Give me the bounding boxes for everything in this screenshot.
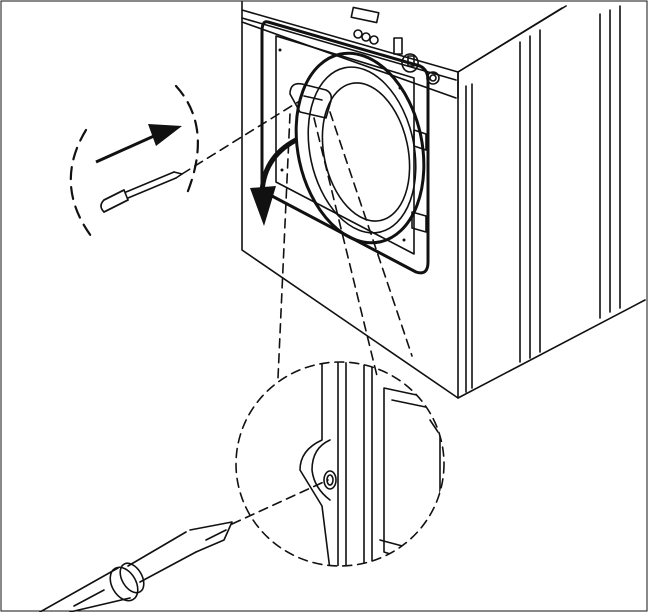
screw-dot bbox=[402, 238, 406, 242]
recess-inner-top bbox=[391, 399, 441, 411]
machine-side-bottom bbox=[457, 299, 646, 399]
door-recess bbox=[275, 35, 415, 255]
magnify-line-far bbox=[329, 111, 413, 357]
power-switch bbox=[393, 37, 403, 55]
screwdriver-shaft-top bbox=[125, 171, 177, 199]
side-panel-groove-1 bbox=[519, 29, 541, 363]
control-button-3 bbox=[369, 35, 379, 45]
door-middle-ring bbox=[307, 66, 417, 234]
magnified-hinge-detail bbox=[235, 361, 445, 567]
motion-curve-left bbox=[69, 128, 96, 242]
door-opening-frame bbox=[260, 20, 430, 275]
door-edge-profile bbox=[299, 362, 331, 566]
hinge-plate-detail bbox=[311, 439, 331, 501]
blade-ridge bbox=[205, 529, 227, 541]
latch-lower bbox=[411, 211, 427, 233]
stop-button-inner bbox=[429, 74, 437, 82]
screwdriver-shaft-bottom bbox=[127, 531, 197, 583]
screwdriver-handle-edges bbox=[103, 189, 129, 213]
frame-screws bbox=[278, 48, 406, 242]
control-button-1 bbox=[353, 29, 363, 39]
machine-front-face bbox=[241, 9, 459, 399]
alignment-line-bottom bbox=[231, 479, 329, 525]
side-edge-lines bbox=[465, 83, 473, 393]
hinge-body bbox=[289, 82, 333, 119]
rotation-arrow-head bbox=[250, 186, 276, 226]
hinge-screw-hole bbox=[323, 470, 337, 490]
hinge-slot bbox=[303, 95, 323, 101]
screw-dot bbox=[280, 168, 284, 172]
screwdriver-ferrule bbox=[119, 562, 145, 594]
screwdriver-blade bbox=[189, 521, 233, 553]
knob-icon bbox=[401, 53, 419, 73]
screwdriver-bottom bbox=[39, 521, 233, 612]
screwdriver-top bbox=[100, 171, 183, 213]
top-side-edge bbox=[457, 7, 563, 73]
rotate-counterclockwise-arrow bbox=[250, 137, 298, 226]
recess-notch bbox=[429, 419, 439, 433]
latch-upper bbox=[413, 129, 427, 151]
control-panel-line bbox=[241, 17, 457, 81]
screwdriver-handle-bottom bbox=[39, 567, 131, 612]
magnify-line-right bbox=[313, 117, 379, 381]
display-window bbox=[350, 6, 380, 24]
screw-dot bbox=[278, 48, 282, 52]
washing-machine bbox=[241, 1, 646, 399]
insert-arrow bbox=[95, 124, 182, 164]
motion-curve-right bbox=[174, 84, 199, 198]
screw-dot bbox=[398, 86, 402, 90]
door-hinge bbox=[289, 82, 427, 233]
door-glass bbox=[321, 82, 411, 222]
screwdriver-collar bbox=[109, 566, 139, 602]
control-panel bbox=[350, 6, 440, 85]
detail-circle bbox=[235, 361, 445, 567]
control-panel-bottom bbox=[241, 21, 457, 99]
screwdriver-tip-top bbox=[173, 171, 183, 179]
alignment-line-top bbox=[181, 101, 299, 175]
control-button-2 bbox=[361, 32, 371, 42]
handle-groove bbox=[73, 589, 105, 607]
insert-arrow-head bbox=[148, 124, 182, 146]
door-outer-ring bbox=[294, 51, 426, 245]
screwdriver-handle-top bbox=[100, 189, 129, 213]
side-panel-groove-2 bbox=[599, 5, 621, 319]
